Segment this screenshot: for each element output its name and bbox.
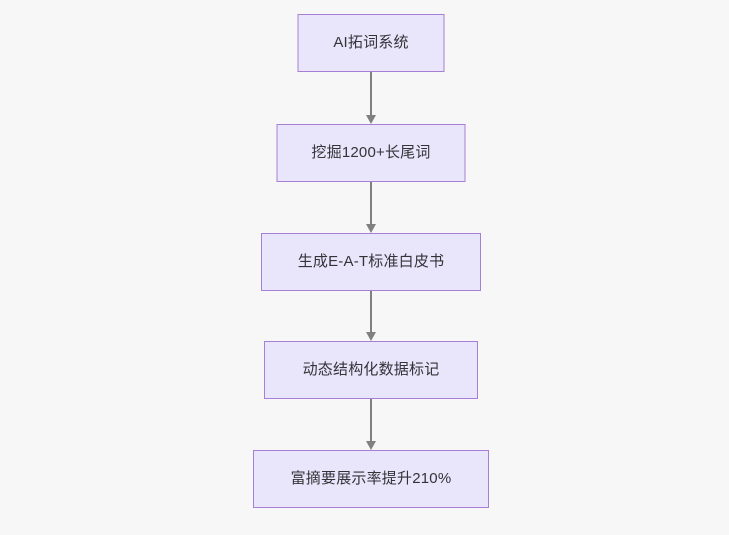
arrowhead-down-icon: [366, 332, 376, 341]
flow-connector-n1-n2: [365, 72, 377, 124]
flow-node-rich-snippet-impression-uplift[interactable]: 富摘要展示率提升210%: [253, 450, 489, 508]
flow-node-label: 生成E-A-T标准白皮书: [297, 253, 445, 271]
flow-node-generate-eat-whitepaper[interactable]: 生成E-A-T标准白皮书: [261, 233, 481, 291]
arrowhead-down-icon: [366, 224, 376, 233]
connector-line: [370, 182, 372, 224]
flow-connector-n3-n4: [365, 291, 377, 341]
connector-line: [370, 291, 372, 332]
flow-node-label: 富摘要展示率提升210%: [290, 470, 452, 488]
flow-node-label: 动态结构化数据标记: [302, 361, 440, 379]
connector-line: [370, 399, 372, 441]
arrowhead-down-icon: [366, 441, 376, 450]
arrowhead-down-icon: [366, 115, 376, 124]
connector-line: [370, 72, 372, 115]
flow-node-label: AI拓词系统: [333, 34, 409, 52]
flow-node-label: 挖掘1200+长尾词: [311, 144, 431, 162]
flow-node-dynamic-structured-data-markup[interactable]: 动态结构化数据标记: [264, 341, 478, 399]
flow-node-mine-longtail-keywords[interactable]: 挖掘1200+长尾词: [276, 124, 466, 182]
flow-connector-n4-n5: [365, 399, 377, 450]
flow-connector-n2-n3: [365, 182, 377, 233]
flow-node-ai-keyword-system[interactable]: AI拓词系统: [297, 14, 445, 72]
